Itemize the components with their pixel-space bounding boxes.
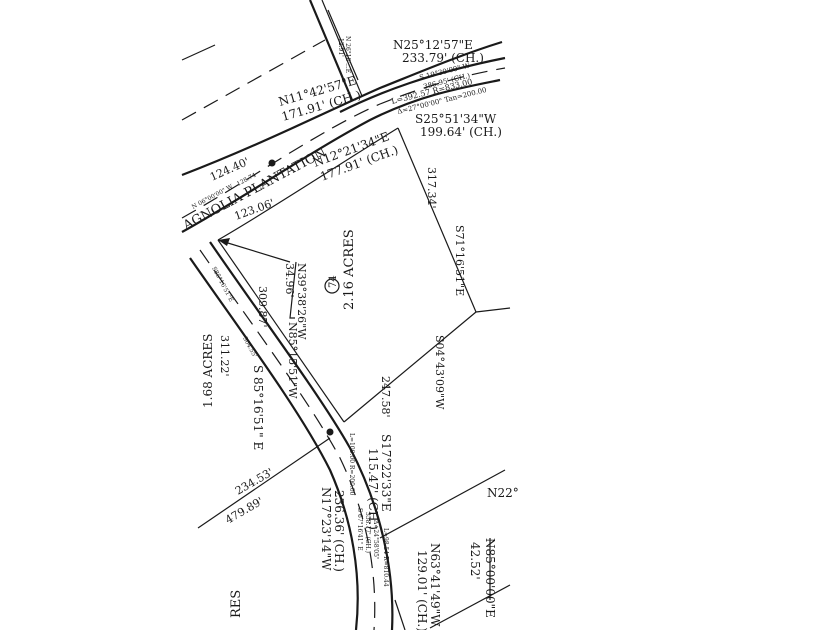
bottom-right-lot-2: [394, 599, 406, 630]
road-stub-right: [321, 0, 363, 97]
label-curve3-small-3: Δ=24°58'05": [372, 520, 379, 560]
label-tiny-top-1: N 26°18'...E: [344, 36, 351, 73]
label-curve2-len: 115.47' (CH.): [366, 448, 380, 530]
lower-road-centerline: [199, 249, 376, 630]
lot-east-line: [397, 127, 477, 313]
neighbor-area-left: 1.68 ACRES: [201, 334, 215, 408]
label-left-dist: 311.22': [218, 335, 231, 377]
road-name: AGNOLIA PLANTATION: [180, 145, 329, 234]
lower-left-lot: [197, 437, 331, 529]
lot-74-boundary: [217, 127, 511, 423]
label-top-chord-len: 233.79' (CH.): [402, 51, 484, 65]
label-right-lower: N22°: [487, 486, 519, 500]
lot-number-circle: [324, 278, 340, 294]
label-curve2-data: L=100.00 R=200.00: [348, 433, 355, 496]
road-edge-inner: [181, 78, 501, 233]
lot-front-line: [217, 127, 399, 241]
lower-road-right: [209, 241, 394, 630]
label-left-bearing: S 85°16'51" E: [251, 365, 265, 450]
label-nw-bearing: N39°38'26"W: [295, 263, 308, 340]
neighbor-area-bottom: RES: [229, 590, 244, 618]
label-nw-dist: 34.96': [283, 263, 296, 298]
label-bottom-bearing: N63°41'49"W: [428, 543, 442, 627]
label-right-chord: S25°51'34"W: [415, 112, 497, 126]
nw-tie-arrow: [217, 239, 291, 263]
lower-road: [189, 241, 511, 630]
label-west-dist: 309.87': [256, 286, 269, 328]
lot-east-ext: [475, 307, 511, 313]
label-east-dist: 317.34': [425, 167, 438, 209]
nw-tie-arrowhead: [218, 238, 230, 246]
label-curve3-dist2: 479.89': [223, 495, 265, 527]
label-se-dist: 247.58': [379, 376, 392, 418]
label-curve2-chord: S17°22'33"E: [379, 434, 393, 512]
road-lines: [181, 0, 506, 233]
label-west-bearing: N85°15'51"W: [286, 322, 299, 399]
label-bottom-len: 129.01' (CH.): [415, 550, 429, 630]
lot-number: 74: [328, 275, 339, 288]
bottom-right-lot: [429, 584, 511, 629]
lot-south-line: [343, 311, 477, 423]
label-east-bearing: S71°16'51"E: [453, 225, 466, 296]
monument-marker: [268, 159, 276, 167]
lower-right-lot: [379, 469, 506, 539]
label-curve3-small-2: 358.17' (CH.): [364, 512, 371, 553]
upper-dash-1: [181, 39, 326, 121]
road-edge-upper: [339, 56, 506, 113]
upper-lot-line: [181, 44, 216, 61]
label-curve3-dist: 234.53': [233, 466, 275, 498]
label-bottom-box-len: 42.52': [468, 542, 482, 580]
lot-area: 2.16 ACRES: [342, 229, 357, 310]
label-curve3-bearing: N17°23'14"W: [319, 487, 333, 571]
road-stub-inner: [327, 9, 359, 81]
lower-road-left: [189, 257, 359, 630]
road-centerline: [181, 67, 506, 219]
label-small-dist-2: 304.55': [241, 336, 258, 360]
lot-west-line: [217, 239, 345, 423]
label-right-chord-len: 199.64' (CH.): [420, 125, 502, 139]
label-se-bearing: S04°43'09"W: [433, 335, 446, 410]
road-edge-outer: [181, 40, 503, 177]
label-top-chord: N25°12'57"E: [393, 38, 473, 52]
road-stub-left: [308, 0, 354, 101]
label-curve3-small-4: L=98.54 R=810.44: [382, 528, 389, 587]
monument-marker-2: [326, 428, 334, 436]
label-curve3-len: 236.36' (CH.): [332, 490, 346, 572]
label-tiny-top-2: 12.91': [337, 38, 344, 57]
label-curve3-small-1: S 67°16'41" E: [356, 508, 363, 551]
nw-tie-leader: [289, 261, 297, 319]
